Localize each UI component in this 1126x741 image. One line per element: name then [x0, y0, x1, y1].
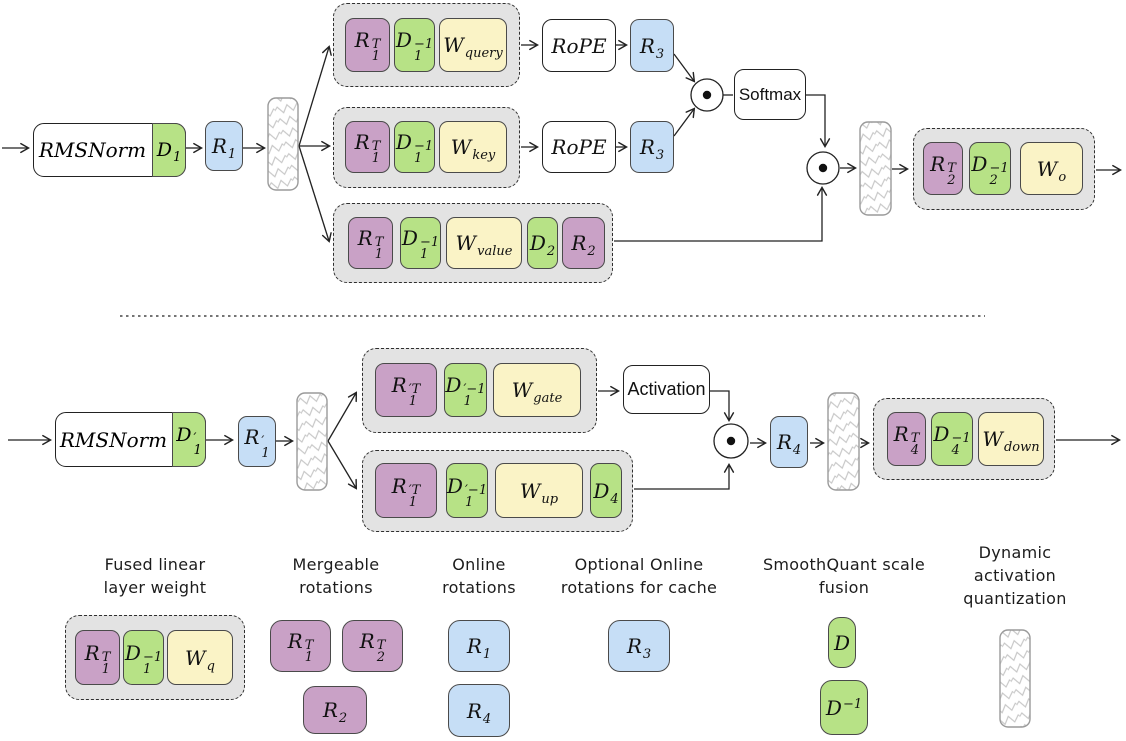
- arrow-r3k-to-dot: [673, 107, 696, 137]
- dynamic-quant-hatch-mlp-in: [296, 392, 328, 491]
- dot-product-nodes: [690, 78, 840, 459]
- legend-smoothquant-dinv: D−1: [820, 680, 868, 735]
- online-rotation-r3-key: R3: [630, 121, 674, 173]
- online-rotation-r1-prime: R′1: [238, 416, 276, 467]
- arrow-fan-gate: [327, 391, 358, 442]
- rope-block-query: RoPE: [542, 19, 616, 72]
- matrix-r2: R2: [562, 217, 605, 269]
- rmsnorm-label: RMSNorm: [59, 427, 168, 452]
- rmsnorm-label: RMSNorm: [38, 138, 147, 162]
- matrix-w-down: Wdown: [978, 412, 1044, 466]
- online-rotation-r3-query: R3: [630, 19, 674, 72]
- legend-dynamic-quant-hatch: [999, 629, 1031, 728]
- matrix-d4: D4: [590, 463, 622, 518]
- dot-product-gate-up-dot: [726, 436, 736, 446]
- matrix-w-o: Wo: [1020, 142, 1083, 195]
- legend-matrix-wq: Wq: [167, 630, 233, 685]
- dynamic-quant-hatch-attention-in: [267, 97, 299, 191]
- softmax-block: Softmax: [734, 69, 806, 120]
- arrow-fan-up: [327, 440, 358, 490]
- d1-scale-tag: D1: [152, 123, 186, 177]
- d1-prime-scale-tag: D′1: [172, 412, 206, 467]
- arrow-activation-to-dot3: [710, 390, 735, 422]
- activation-block: Activation: [623, 365, 710, 414]
- arrow-up-to-dot3: [634, 463, 735, 490]
- online-rotation-r1: R1: [205, 121, 243, 171]
- legend-smoothquant-d: D: [828, 617, 856, 668]
- matrix-d2: D2: [527, 217, 558, 269]
- arrow-softmax-to-dot2: [806, 94, 831, 148]
- matrix-w-value: Wvalue: [446, 217, 522, 269]
- legend-optional-r3: R3: [608, 620, 670, 672]
- legend-online-r4: R4: [448, 684, 510, 737]
- rope-block-key: RoPE: [542, 121, 616, 173]
- arrow-fan-query: [298, 45, 332, 147]
- legend-online-r1: R1: [448, 620, 510, 672]
- dot-product-qk-dot: [702, 90, 712, 100]
- online-rotation-r4: R4: [770, 416, 808, 468]
- matrix-w-query: Wquery: [439, 18, 507, 72]
- arrow-r3q-to-dot: [673, 53, 696, 83]
- arrow-fan-value: [298, 145, 332, 243]
- legend-mergeable-r2: R2: [303, 686, 367, 734]
- matrix-w-key: Wkey: [439, 121, 507, 173]
- rmsnorm-block-attention: RMSNorm D1: [33, 123, 186, 177]
- matrix-w-gate: Wgate: [493, 363, 581, 417]
- dot-product-attn-v-dot: [818, 163, 828, 173]
- rmsnorm-block-mlp: RMSNorm D′1: [55, 412, 206, 467]
- dynamic-quant-hatch-mlp-out: [827, 392, 860, 491]
- matrix-w-up: Wup: [495, 463, 583, 518]
- dynamic-quant-hatch-attention-out: [859, 121, 892, 216]
- arrow-value-to-dot2: [614, 186, 828, 242]
